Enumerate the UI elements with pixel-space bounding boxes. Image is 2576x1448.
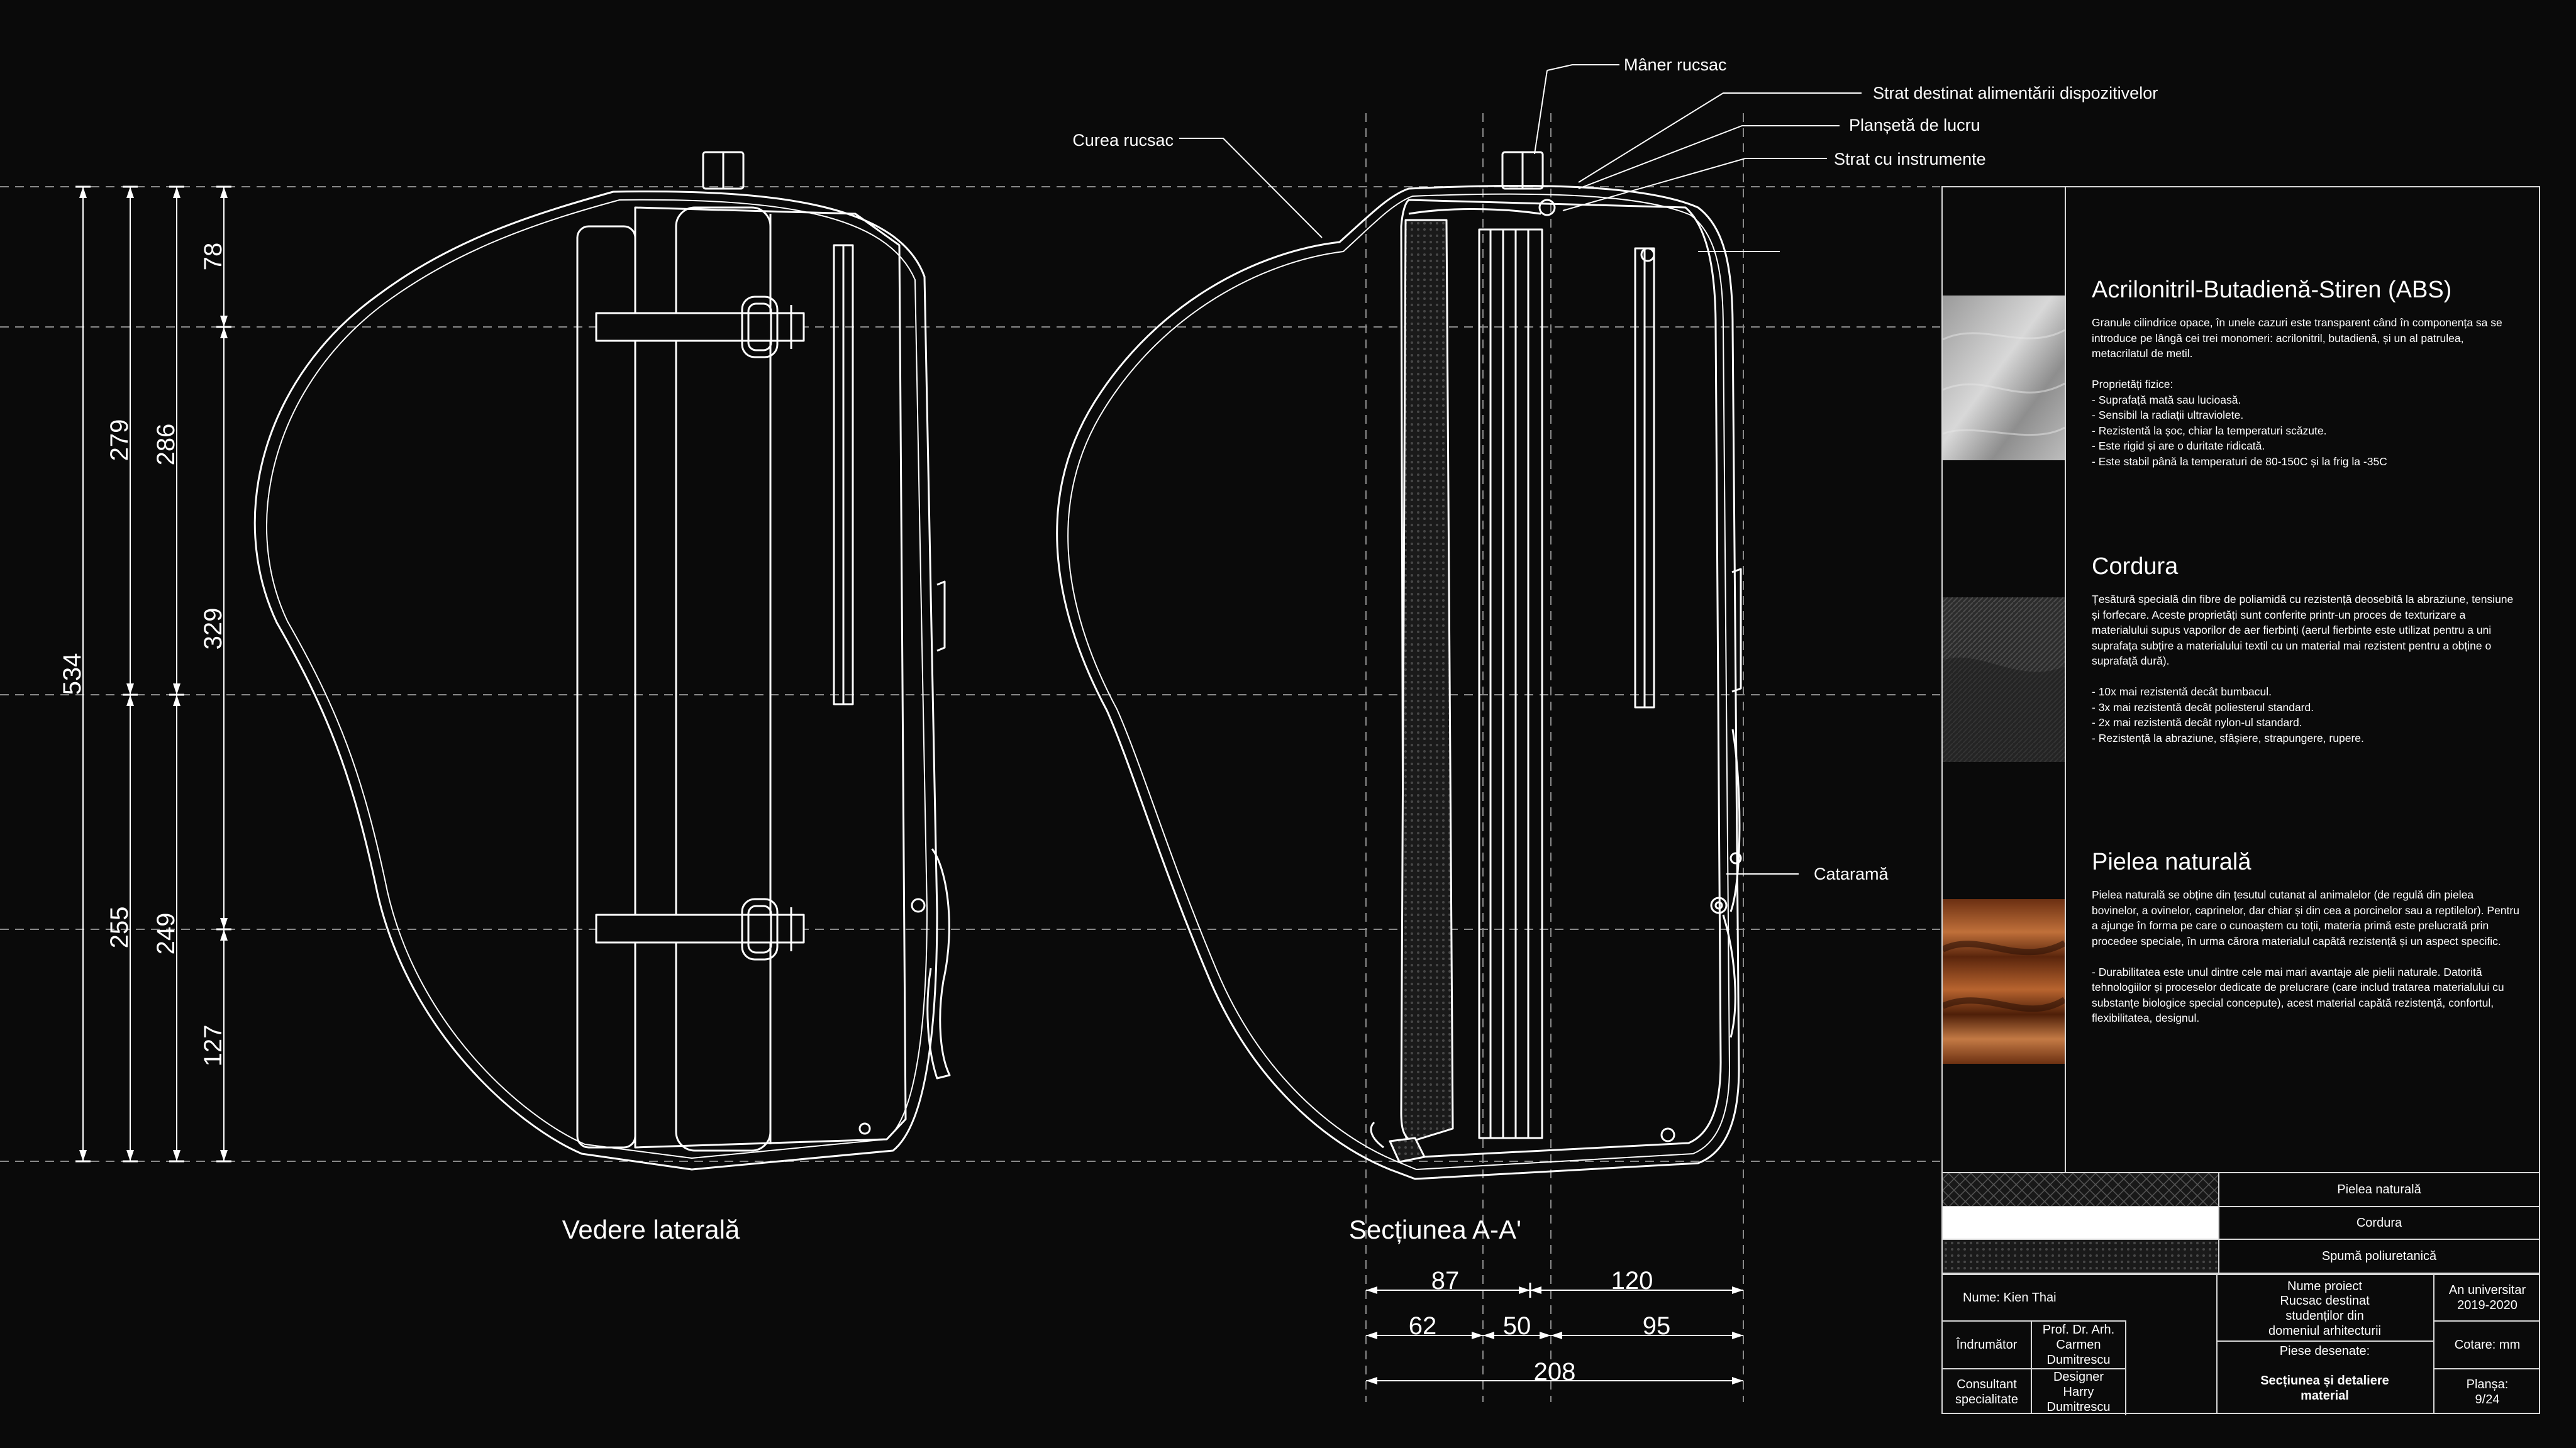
dim-outer-upper: 279 [106, 419, 133, 461]
material-description: Pielea naturală se obține din țesutul cu… [2092, 888, 2519, 1024]
legend-label: Pielea naturală [2337, 1182, 2421, 1197]
dim-inner-mid: 329 [199, 608, 227, 650]
cordura-sample-swatch [1943, 597, 2065, 762]
legend-swatch-cordura [1943, 1207, 2219, 1239]
callout-power-layer: Strat destinat alimentării dispozitivelo… [1873, 84, 2158, 102]
material-title: Acrilonitril-Butadienă-Stiren (ABS) [2092, 277, 2452, 303]
material-title: Cordura [2092, 553, 2179, 580]
title-block: Nume: Kien Thai Nume proiect Rucsac dest… [1941, 1274, 2540, 1415]
legend-row-foam: Spumă poliuretanică [1943, 1240, 2539, 1274]
units-label: Cotare: mm [2433, 1320, 2540, 1368]
callout-leaders [1179, 64, 1862, 875]
dim-bottom-95: 95 [1643, 1312, 1671, 1340]
dim-inner-bottom: 127 [199, 1025, 227, 1067]
abs-sample-swatch [1943, 296, 2065, 460]
dim-bottom-50: 50 [1503, 1312, 1531, 1340]
pieces-divider [2125, 1320, 2126, 1415]
leather-sample-swatch [1943, 899, 2065, 1064]
legend-swatch-foam [1943, 1240, 2219, 1273]
materials-panel: Acrilonitril-Butadienă-Stiren (ABS) Gran… [1941, 186, 2540, 1173]
material-cordura: Cordura Țesătură specială din fibre de p… [2092, 553, 2519, 746]
dim-mid-lower: 249 [152, 913, 180, 955]
consultant-label: Consultant specialitate [1943, 1368, 2031, 1414]
legend-swatch-leather [1943, 1173, 2219, 1206]
material-title: Pielea naturală [2092, 849, 2251, 875]
sheet-number: Planșa: 9/24 [2433, 1368, 2540, 1414]
vertical-dimensions [75, 185, 231, 1163]
materials-legend: Pielea naturală Cordura Spumă poliuretan… [1941, 1173, 2540, 1274]
dim-bottom-87: 87 [1431, 1267, 1460, 1295]
legend-label: Spumă poliuretanică [2321, 1249, 2437, 1263]
vertical-guides [1365, 113, 1744, 1402]
project-name-label: Nume proiect [2287, 1279, 2362, 1293]
callout-work-board: Planșetă de lucru [1849, 116, 1980, 135]
material-abs: Acrilonitril-Butadienă-Stiren (ABS) Gran… [2092, 277, 2519, 469]
project-name-value: Rucsac destinat studenților din domeniul… [2268, 1294, 2381, 1338]
horizontal-guides [0, 186, 1940, 1162]
material-description: Granule cilindrice opace, în unele cazur… [2092, 316, 2502, 468]
section-title: Secțiunea A-A' [1349, 1215, 1521, 1244]
dim-bottom-120: 120 [1611, 1267, 1653, 1295]
designer: Designer Harry Dumitrescu [2031, 1368, 2125, 1414]
pieces-value: Secțiunea și detaliere material [2260, 1374, 2389, 1403]
project-column-divider [2216, 1275, 2218, 1414]
academic-year: An universitar 2019-2020 [2433, 1275, 2540, 1320]
dim-mid-upper: 286 [152, 424, 180, 466]
dim-bottom-total: 208 [1534, 1358, 1576, 1386]
callout-handle: Mâner rucsac [1624, 55, 1727, 74]
mentor-label: Îndrumător [1943, 1320, 2031, 1368]
horizontal-dimensions [1366, 1283, 1743, 1384]
side-view-title: Vedere laterală [562, 1215, 740, 1244]
dim-outer-total: 534 [58, 653, 86, 695]
dim-bottom-62: 62 [1409, 1312, 1437, 1340]
material-leather: Pielea naturală Pielea naturală se obțin… [2092, 849, 2519, 1026]
callout-tool-layer: Strat cu instrumente [1834, 150, 1986, 169]
side-view-backpack [253, 151, 951, 1171]
mentor-value: Prof. Dr. Arh. Carmen Dumitrescu [2031, 1320, 2125, 1368]
legend-row-cordura: Cordura [1943, 1207, 2539, 1240]
callout-strap: Curea rucsac [1072, 131, 1174, 150]
dim-inner-top: 78 [199, 243, 227, 271]
material-description: Țesătură specială din fibre de poliamidă… [2092, 593, 2514, 744]
pieces-label: Piese desenate: [2216, 1340, 2433, 1361]
section-view-backpack [1056, 151, 1742, 1180]
panel-divider [2065, 187, 2066, 1172]
author-name: Nume: Kien Thai [1963, 1291, 2057, 1305]
legend-row-leather: Pielea naturală [1943, 1173, 2539, 1207]
legend-label: Cordura [2356, 1215, 2402, 1230]
callout-buckle: Cataramă [1814, 865, 1889, 883]
dim-outer-lower: 255 [106, 907, 133, 949]
